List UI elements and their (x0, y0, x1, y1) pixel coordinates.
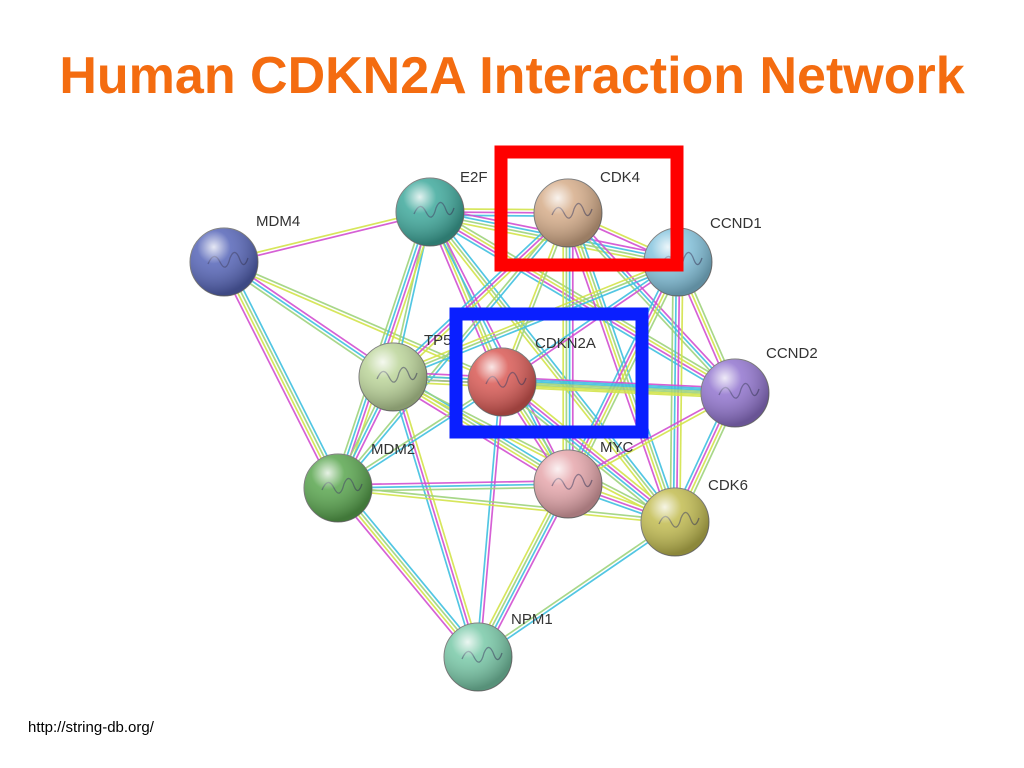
edge-ccnd1-cdkn2a (500, 259, 680, 385)
node-label-cdk4: CDK4 (600, 169, 640, 186)
node-e2f[interactable]: E2F (395, 169, 488, 247)
node-label-ccnd2: CCND2 (766, 345, 818, 362)
node-label-npm1: NPM1 (511, 611, 553, 628)
node-npm1[interactable]: NPM1 (443, 611, 553, 692)
node-mdm4[interactable]: MDM4 (189, 213, 300, 297)
edge-cdk6-npm1 (476, 519, 677, 660)
slide-title: Human CDKN2A Interaction Network (59, 47, 965, 105)
edge-mdm4-e2f (223, 209, 431, 265)
node-label-myc: MYC (600, 439, 634, 456)
node-ccnd2[interactable]: CCND2 (700, 345, 818, 428)
edge-mdm4-mdm2 (218, 259, 344, 491)
edge-tp53-cdk6 (391, 374, 677, 525)
source-link[interactable]: http://string-db.org/ (28, 719, 154, 736)
highlight-cdk4-box (494, 145, 684, 272)
edge-cdkn2a-ccnd2 (501, 377, 736, 398)
highlight-cdkn2a-box (449, 307, 649, 439)
edge-e2f-cdk6 (426, 209, 679, 525)
node-tp53[interactable]: TP53 (358, 332, 460, 412)
highlight-layer (449, 145, 684, 439)
node-cdkn2a[interactable]: CDKN2A (467, 335, 596, 417)
node-label-cdk6: CDK6 (708, 477, 748, 494)
node-mdm2[interactable]: MDM2 (303, 441, 415, 523)
edge-mdm2-cdk6 (337, 485, 676, 525)
edge-mdm2-npm1 (333, 484, 483, 661)
node-myc[interactable]: MYC (533, 439, 634, 519)
node-label-ccnd1: CCND1 (710, 215, 762, 232)
edge-tp53-npm1 (389, 375, 482, 659)
node-ccnd1[interactable]: CCND1 (643, 215, 762, 297)
node-label-mdm4: MDM4 (256, 213, 300, 230)
node-label-e2f: E2F (460, 169, 488, 186)
node-cdk4[interactable]: CDK4 (533, 169, 640, 248)
node-label-cdkn2a: CDKN2A (535, 335, 596, 352)
node-cdk6[interactable]: CDK6 (640, 477, 748, 557)
node-label-mdm2: MDM2 (371, 441, 415, 458)
